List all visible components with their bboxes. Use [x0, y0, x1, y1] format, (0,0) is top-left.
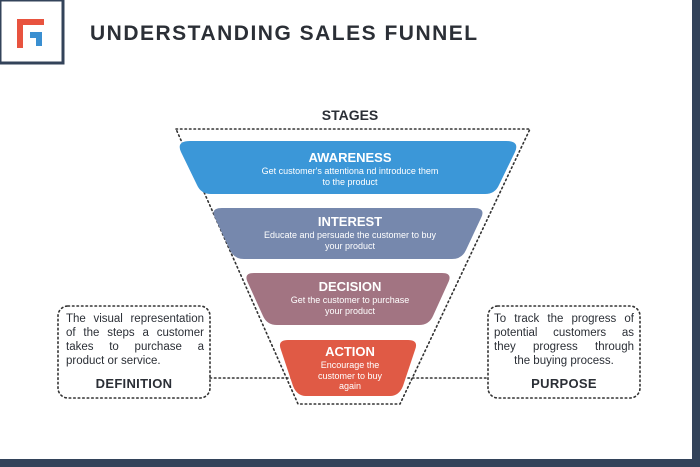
purpose-line-1: To track the progress of: [494, 313, 634, 325]
stage-band-action: [279, 340, 417, 396]
stage-action-desc-3: again: [338, 381, 362, 391]
page-title: UNDERSTANDING SALES FUNNEL: [90, 22, 479, 45]
stage-decision: DECISION Get the customer to purchase yo…: [250, 279, 450, 317]
purpose-title: PURPOSE: [531, 376, 597, 391]
stage-decision-name: DECISION: [318, 279, 382, 294]
logo-box: [0, 0, 65, 65]
definition-title: DEFINITION: [95, 376, 173, 391]
stage-awareness-desc-2: to the product: [322, 177, 378, 187]
funnel-outline: [174, 128, 532, 405]
stage-interest: INTEREST Educate and persuade the custom…: [220, 214, 480, 252]
stage-interest-desc-1: Educate and persuade the customer to buy: [263, 230, 437, 240]
stage-action-desc-1: Encourage the: [320, 360, 380, 370]
stage-decision-desc-1: Get the customer to purchase: [290, 295, 410, 305]
purpose-box: [487, 305, 641, 399]
definition-line-4: product or service.: [66, 355, 161, 367]
stage-action-desc-2: customer to buy: [317, 370, 383, 381]
logo-red-mark: [17, 19, 44, 48]
stage-interest-name: INTEREST: [317, 214, 383, 229]
purpose-line-3: they progress through: [494, 341, 634, 353]
definition-line-3: takes to purchase a: [66, 341, 204, 353]
purpose-line-4: the buying process.: [514, 355, 614, 367]
definition-box: [57, 305, 211, 399]
logo-blue-mark: [30, 32, 42, 46]
stage-awareness: AWARENESS Get customer's attentiona nd i…: [200, 150, 500, 188]
logo: [0, 0, 65, 65]
stage-action-name: ACTION: [325, 344, 375, 359]
stage-action: ACTION Encourage the customer to buy aga…: [290, 344, 410, 392]
definition-line-1: The visual representation: [66, 313, 204, 325]
purpose-line-2: potential customers as: [494, 327, 634, 339]
definition-text: The visual representation of the steps a…: [66, 312, 204, 368]
stage-band-decision: [246, 273, 450, 325]
purpose-text: To track the progress of potential custo…: [494, 312, 634, 368]
stage-awareness-desc-1: Get customer's attentiona nd introduce t…: [261, 166, 439, 176]
stage-band-interest: [213, 208, 483, 259]
stages-heading: STAGES: [321, 107, 379, 123]
definition-line-2: of the steps a customer: [66, 327, 204, 339]
stage-decision-desc-2: your product: [324, 306, 376, 316]
stage-band-awareness: [179, 141, 517, 194]
stage-interest-desc-2: your product: [324, 241, 376, 251]
stage-awareness-name: AWARENESS: [308, 150, 392, 165]
